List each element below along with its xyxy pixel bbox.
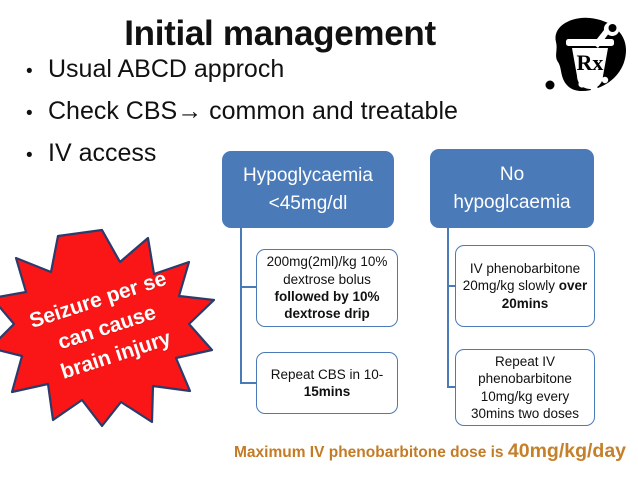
footer-lead-text: Maximum IV phenobarbitone dose is bbox=[233, 444, 508, 461]
flow-header-line-1: Hypoglycaemia bbox=[243, 164, 373, 186]
connector-branch-right-1 bbox=[447, 285, 456, 287]
flow-step-iv-phenobarbitone[interactable]: IV phenobarbitone 20mg/kg slowly over 20… bbox=[455, 245, 595, 327]
list-item: • IV access bbox=[26, 141, 526, 166]
step-text-bold: 15mins bbox=[303, 384, 351, 399]
step-text-normal: Repeat IV phenobarbitone 10mg/kg every 3… bbox=[470, 353, 580, 421]
bullet-marker: • bbox=[26, 103, 33, 124]
flow-step-dextrose[interactable]: 200mg(2ml)/kg 10% dextrose bolus followe… bbox=[256, 249, 398, 327]
bullet-marker: • bbox=[26, 61, 33, 82]
bullet-list: • Usual ABCD approch • Check CBS→ common… bbox=[26, 57, 526, 183]
connector-trunk-right bbox=[447, 228, 449, 388]
bullet-text: Usual ABCD approch bbox=[48, 55, 285, 83]
step-text-bold: followed by 10% dextrose drip bbox=[274, 289, 380, 322]
connector-branch-left-1 bbox=[240, 286, 257, 288]
connector-branch-left-2 bbox=[240, 382, 257, 384]
rx-mortar-pestle-icon: Rx bbox=[538, 8, 634, 104]
footer-emphasis-text: 40mg/kg/day bbox=[507, 440, 627, 462]
flow-header-line-2: hypoglcaemia bbox=[453, 191, 571, 213]
connector-branch-right-2 bbox=[447, 386, 456, 388]
bullet-text: Check CBS→ common and treatable bbox=[48, 97, 458, 125]
flow-step-repeat-cbs[interactable]: Repeat CBS in 10- 15mins bbox=[256, 352, 398, 414]
flow-header-line-2: <45mg/dl bbox=[268, 192, 348, 214]
connector-trunk-left bbox=[240, 228, 242, 384]
flow-header-hypoglycaemia[interactable]: Hypoglycaemia <45mg/dl bbox=[222, 151, 394, 228]
step-text-bold: over 20mins bbox=[501, 278, 588, 311]
svg-text:Rx: Rx bbox=[577, 50, 604, 75]
bullet-marker: • bbox=[26, 145, 33, 166]
list-item: • Check CBS→ common and treatable bbox=[26, 99, 526, 124]
step-text-normal: 200mg(2ml)/kg 10% dextrose bolus bbox=[266, 254, 388, 287]
step-text-normal: Repeat CBS in 10- bbox=[270, 366, 384, 382]
footer-note: Maximum IV phenobarbitone dose is 40mg/k… bbox=[222, 440, 638, 462]
list-item: • Usual ABCD approch bbox=[26, 57, 526, 82]
step-text-normal: IV phenobarbitone 20mg/kg slowly bbox=[462, 261, 581, 294]
flow-header-line-1: No bbox=[499, 163, 525, 185]
flow-header-no-hypoglycaemia[interactable]: No hypoglcaemia bbox=[430, 149, 594, 228]
page-title: Initial management bbox=[124, 14, 436, 53]
flow-step-repeat-iv-phenobarbitone[interactable]: Repeat IV phenobarbitone 10mg/kg every 3… bbox=[455, 349, 595, 426]
starburst-callout-shape bbox=[0, 228, 215, 428]
bullet-text: IV access bbox=[48, 139, 157, 167]
